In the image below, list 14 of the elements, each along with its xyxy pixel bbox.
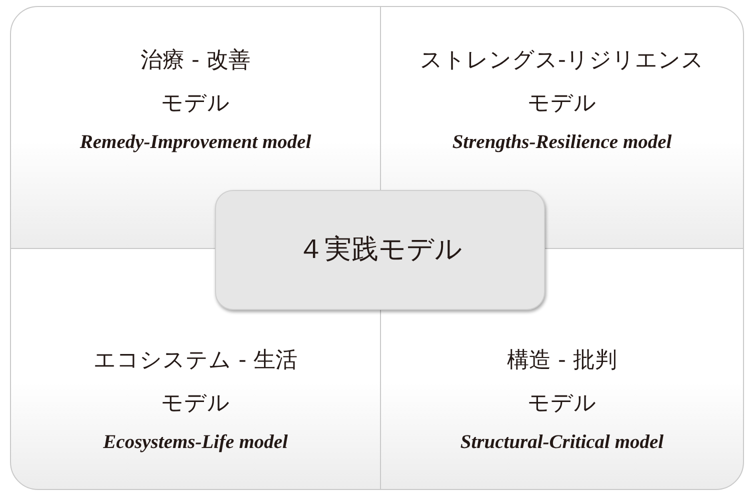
japanese-heading: 構造 - 批判 xyxy=(506,347,618,375)
japanese-heading: モデル xyxy=(160,390,231,418)
center-box xyxy=(215,190,545,310)
japanese-heading: ストレングス-リジリエンス xyxy=(419,47,705,75)
japanese-heading: モデル xyxy=(160,90,231,118)
english-title: Remedy-Improvement model xyxy=(78,132,312,154)
english-title: Ecosystems-Life model xyxy=(102,432,289,454)
center-title: ４実践モデル xyxy=(296,233,464,267)
english-title: Strengths-Resilience model xyxy=(451,132,673,154)
japanese-heading: 治療 - 改善 xyxy=(140,47,252,75)
japanese-heading: エコシステム - 生活 xyxy=(92,347,298,375)
japanese-heading: モデル xyxy=(526,90,598,118)
english-title: Structural-Critical model xyxy=(459,432,665,454)
japanese-heading: モデル xyxy=(526,390,598,418)
